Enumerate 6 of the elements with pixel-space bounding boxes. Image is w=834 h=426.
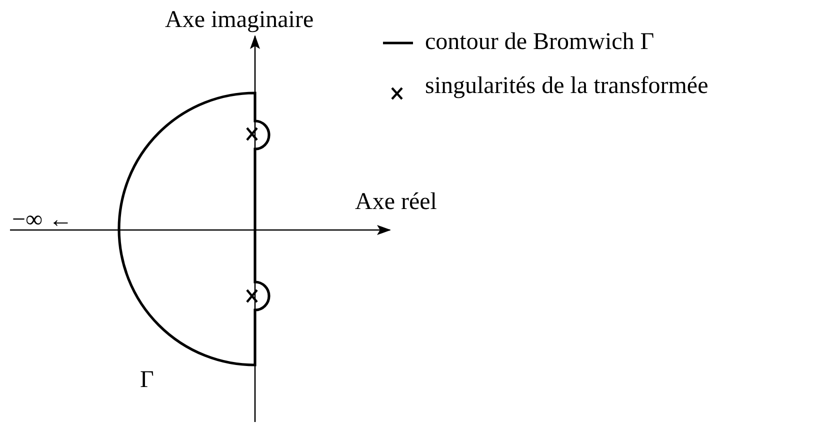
legend-text: contour de Bromwich Γ <box>425 30 654 54</box>
legend-text: singularités de la transformée <box>425 74 708 98</box>
axis-label: Axe imaginaire <box>165 8 314 32</box>
axis-label: Axe réel <box>355 190 437 214</box>
contour-label: Γ <box>140 368 154 392</box>
axis-label: −∞ ← <box>12 208 73 232</box>
